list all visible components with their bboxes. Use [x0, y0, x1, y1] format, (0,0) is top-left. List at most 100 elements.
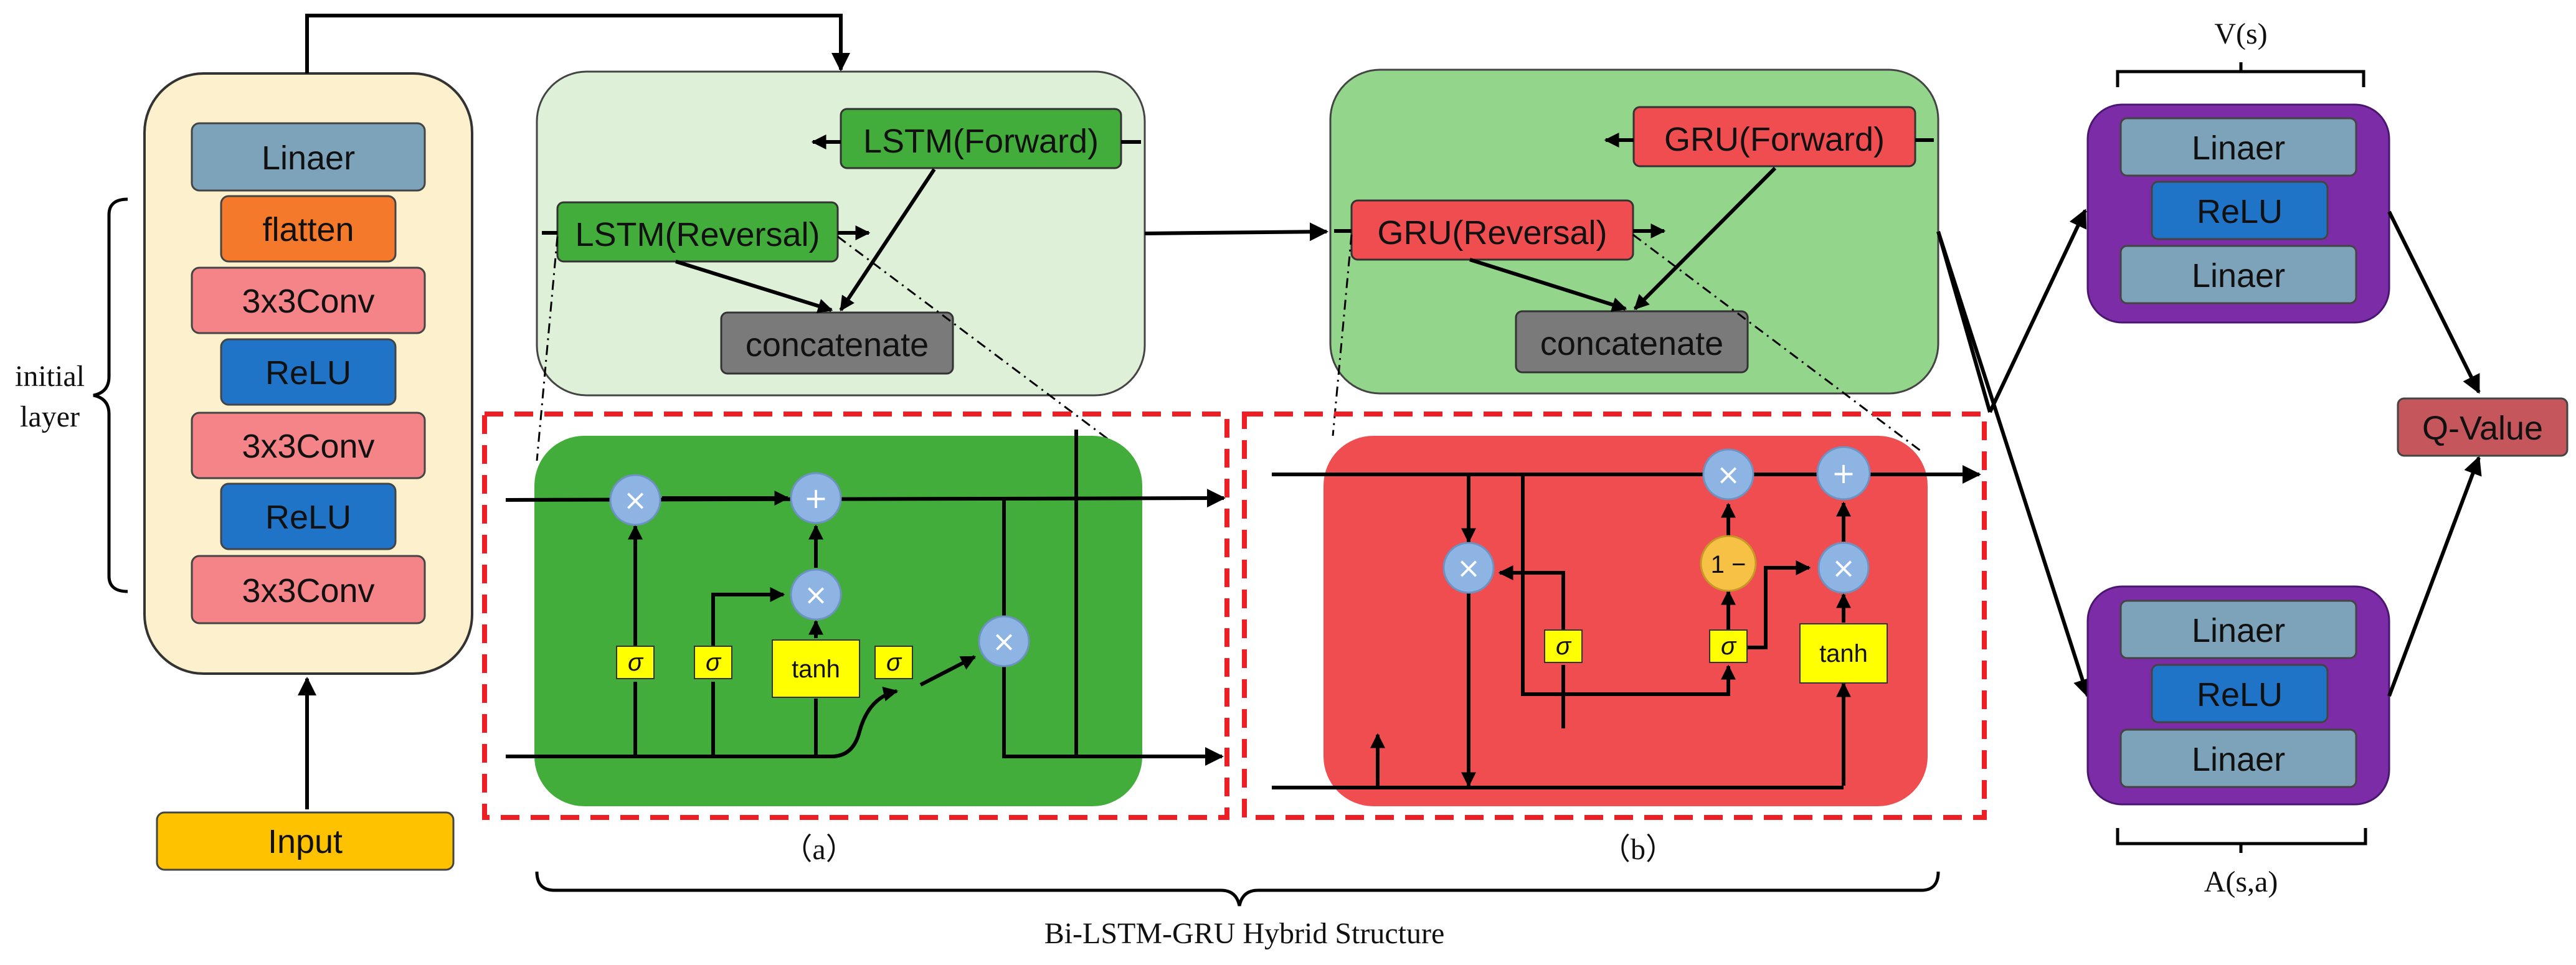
advantage-stream-label: A(s,a) — [2204, 865, 2278, 898]
value-linear-block — [2119, 117, 2357, 177]
lstm-output-gate-arrow — [919, 655, 977, 687]
input-label: Input — [268, 823, 343, 860]
initial-block-label: 3x3Conv — [242, 572, 374, 610]
lstm-cell-dashed-frame — [482, 412, 1229, 820]
lstm-tanh-label: tanh — [792, 656, 840, 683]
lstm-concatenate-block — [720, 311, 954, 375]
gru-reversal-to-concat — [1469, 258, 1627, 312]
value-block-label: Linaer — [2192, 257, 2285, 294]
lstm-reversal-to-concat — [675, 260, 833, 314]
gru-concatenate-block — [1515, 310, 1749, 374]
lstm-concatenate-label: concatenate — [746, 326, 929, 364]
value-block-label: Linaer — [2192, 129, 2285, 167]
gru-cell: × × + × 1 − σ σ tanh （b） — [1242, 412, 1987, 866]
advantage-block-label: Linaer — [2192, 612, 2285, 649]
advantage-stream: Linaer ReLU Linaer A(s,a) — [2086, 585, 2390, 898]
advantage-relu-block — [2151, 664, 2329, 723]
lstm-multiply-op — [609, 474, 661, 526]
gru-multiply-symbol: × — [1457, 551, 1481, 585]
initial-layer-label: layer — [20, 400, 80, 433]
q-value-label: Q-Value — [2422, 410, 2543, 447]
lstm-sigma-gate — [616, 646, 655, 679]
lstm-cell-panel — [534, 436, 1142, 806]
lstm-zoom-line-left — [536, 236, 559, 461]
advantage-stream-arrow — [1936, 231, 2092, 698]
gru-multiply-op — [1442, 542, 1495, 594]
lstm-sigma-gate — [694, 646, 732, 679]
gru-concatenate-label: concatenate — [1540, 325, 1723, 362]
lstm-sigma-label: σ — [886, 649, 902, 676]
hybrid-structure-label: Bi-LSTM-GRU Hybrid Structure — [1044, 917, 1445, 950]
hybrid-structure-brace — [535, 871, 1940, 906]
bi-lstm-block: LSTM(Forward) LSTM(Reversal) concatenate — [536, 70, 1146, 397]
lstm-multiply-symbol: × — [623, 483, 648, 517]
initial-layer: Linaer flatten 3x3Conv ReLU 3x3Conv ReLU… — [15, 72, 473, 871]
lstm-add-op — [790, 472, 842, 524]
gru-forward-block — [1632, 106, 1916, 167]
initial-block-label: 3x3Conv — [242, 428, 374, 465]
bi-gru-block: GRU(Forward) GRU(Reversal) concatenate — [1329, 68, 1939, 395]
initial-block-label: 3x3Conv — [242, 283, 374, 320]
conv-block-3 — [191, 555, 426, 624]
gru-add-symbol: + — [1832, 456, 1856, 490]
initial-block-label: Linaer — [262, 139, 355, 177]
gru-tanh-gate — [1799, 623, 1888, 684]
gru-multiply-symbol: × — [1717, 458, 1741, 491]
lstm-reversal-label: LSTM(Reversal) — [575, 216, 820, 253]
initial-block-label: ReLU — [265, 499, 351, 536]
initial-block-label: flatten — [262, 211, 354, 248]
lstm-cell-caption: （a） — [782, 833, 855, 866]
lstm-zoom-line-right — [837, 235, 1117, 446]
advantage-bracket — [2116, 828, 2367, 845]
initial-layer-brace — [93, 197, 128, 593]
gru-one-minus-label: 1 − — [1711, 551, 1746, 578]
gru-cell-caption: （b） — [1601, 833, 1675, 866]
advantage-to-q-arrow — [2387, 456, 2482, 697]
advantage-block-label: Linaer — [2192, 741, 2285, 778]
advantage-linear-block — [2119, 728, 2357, 788]
value-stream-label: V(s) — [2214, 17, 2267, 50]
lstm-add-symbol: + — [804, 481, 828, 515]
gru-zoom-line-left — [1332, 234, 1353, 436]
value-bracket — [2116, 70, 2365, 87]
conv-block-1 — [191, 266, 426, 334]
value-to-q-arrow — [2387, 210, 2481, 394]
gru-cell-dashed-frame — [1242, 412, 1987, 820]
gru-sigma-gate — [1544, 629, 1583, 663]
gru-zoom-line-right — [1632, 233, 1922, 453]
gru-update-gate-loop — [1521, 474, 1736, 696]
flatten-block — [220, 195, 397, 263]
skip-connection-arrow — [305, 14, 850, 73]
gru-sigma-label: σ — [1556, 633, 1572, 660]
q-value-block — [2397, 397, 2569, 457]
gru-multiply-op — [1702, 448, 1754, 501]
value-relu-block — [2151, 181, 2329, 240]
advantage-linear-block — [2119, 600, 2357, 659]
gru-forward-label: GRU(Forward) — [1664, 121, 1885, 158]
lstm-multiply-op — [978, 615, 1030, 667]
lstm-multiply-op — [790, 568, 842, 621]
advantage-block-label: ReLU — [2197, 676, 2283, 713]
lstm-forward-to-concat — [839, 168, 936, 311]
lstm-input-gate-arrow — [711, 587, 785, 647]
lstm-sigma-gate — [874, 646, 913, 679]
gru-add-op — [1816, 446, 1871, 501]
value-linear-block — [2119, 245, 2357, 304]
gru-reversal-label: GRU(Reversal) — [1377, 214, 1607, 252]
gru-tanh-label: tanh — [1819, 640, 1868, 667]
initial-linear-block — [191, 122, 426, 192]
value-stream: V(s) Linaer ReLU Linaer — [2086, 17, 2390, 324]
lstm-output-line — [1002, 498, 1224, 766]
value-block-label: ReLU — [2197, 193, 2283, 230]
lstm-tanh-gate — [772, 639, 860, 698]
value-stream-arrow — [1988, 209, 2087, 413]
lstm-to-gru-arrow — [1144, 222, 1328, 242]
initial-block-label: ReLU — [265, 354, 351, 392]
gru-multiply-op — [1817, 542, 1870, 594]
gru-update-to-multiply — [1744, 560, 1811, 649]
lstm-sigma-label: σ — [628, 649, 644, 676]
gru-one-minus-op — [1700, 535, 1757, 592]
lstm-multiply-symbol: × — [804, 578, 828, 611]
lstm-cell: × + × × σ σ tanh σ （a） — [482, 412, 1229, 866]
lstm-forward-block — [840, 108, 1122, 169]
